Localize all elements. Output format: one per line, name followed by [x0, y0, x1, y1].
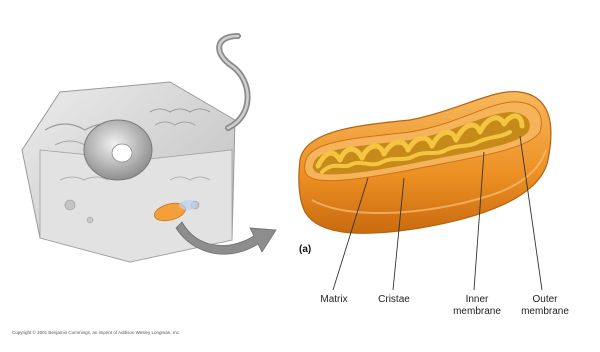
cristae-label: Cristae	[374, 294, 414, 306]
mitochondrion	[299, 92, 551, 234]
matrix-label: Matrix	[312, 294, 356, 306]
cell-illustration	[22, 36, 248, 262]
inner-membrane-label: Inner membrane	[448, 294, 506, 318]
outer-membrane-label: Outer membrane	[516, 294, 574, 318]
part-label: (a)	[299, 244, 311, 255]
nucleolus	[112, 144, 132, 162]
copyright-notice: Copyright © 2001 Benjamin Cummings, an i…	[12, 330, 180, 335]
